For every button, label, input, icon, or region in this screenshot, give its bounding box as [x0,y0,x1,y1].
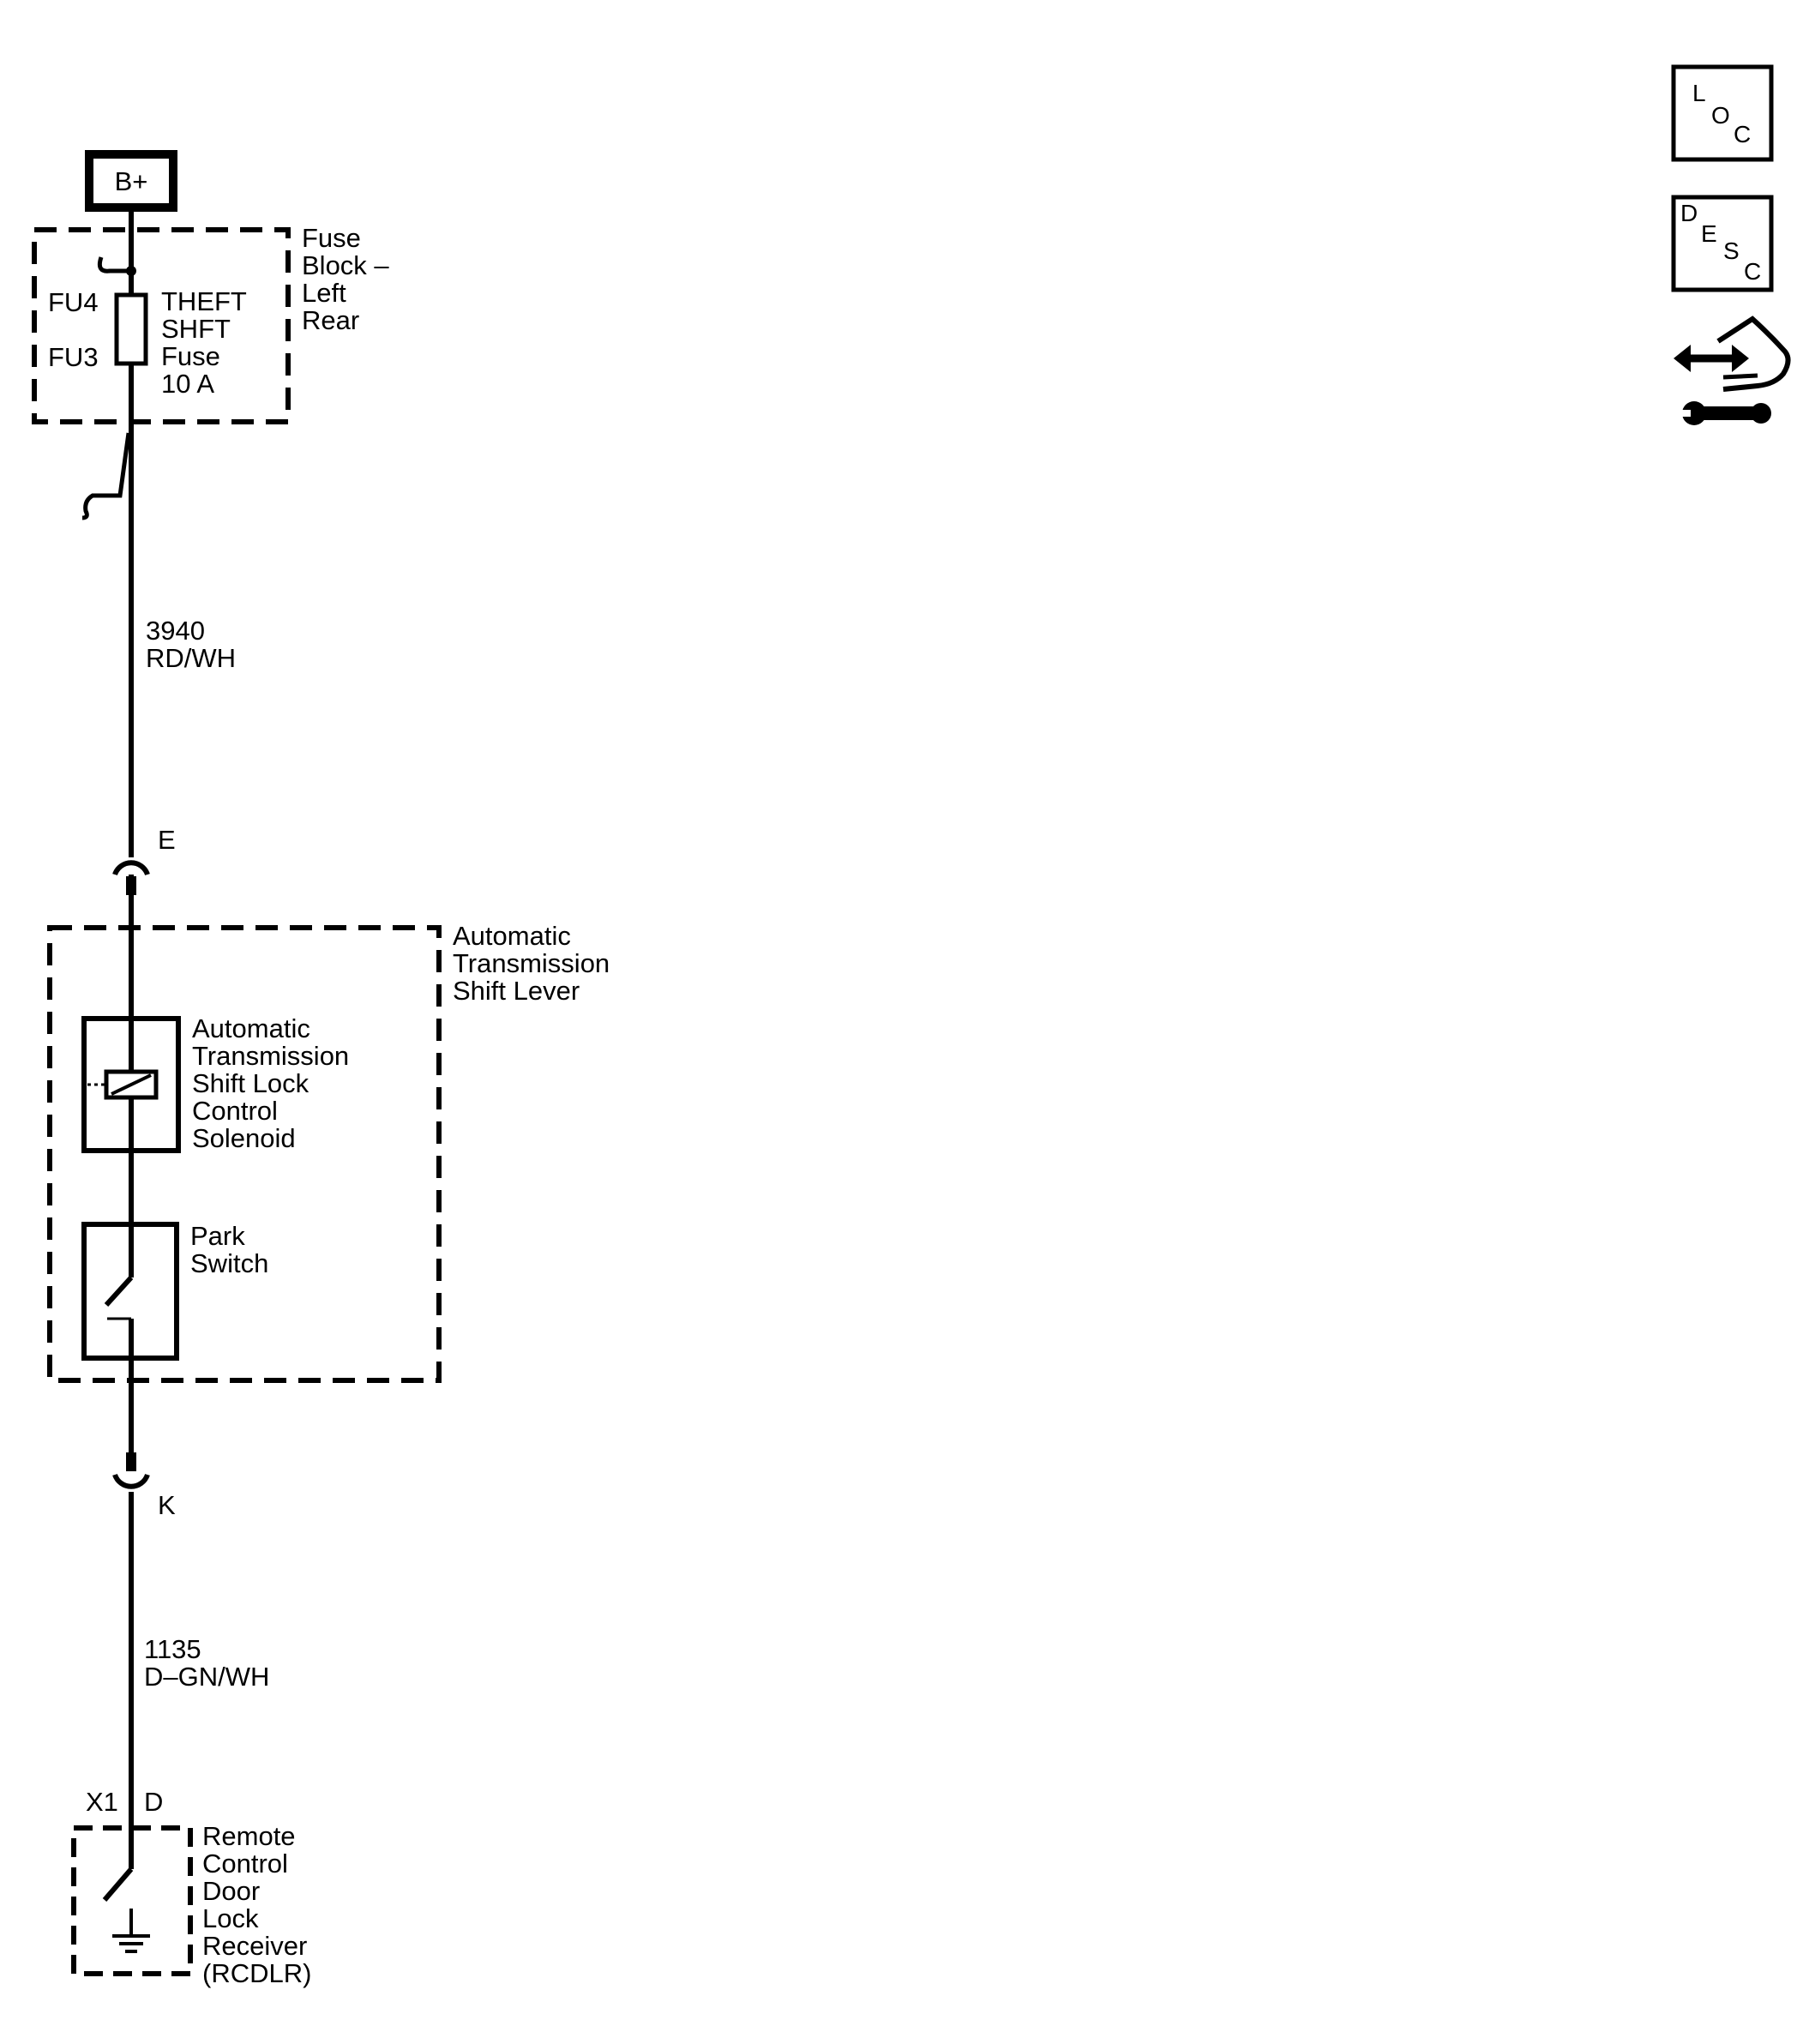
rcdlr-title-line-6: (RCDLR) [202,1958,311,1988]
rcdlr-title-line-5: Receiver [202,1931,307,1961]
rcdlr-title-line-3: Door [202,1876,260,1906]
continuation-hook [81,432,131,520]
loc-letter-1: L [1692,80,1706,106]
park-switch: Park Switch [81,1221,268,1361]
rcdlr-title-line-1: Remote [202,1821,296,1851]
wire-lower-color: D–GN/WH [144,1662,269,1692]
loc-letter-2: O [1711,102,1730,129]
desc-letter-2: E [1701,220,1717,247]
wire-upper-circuit: 3940 [146,616,205,646]
rcdlr-connector-label: X1 [86,1787,118,1817]
fuse-block-title-line-2: Block – [302,250,389,280]
shift-lever-title-line-1: Automatic [453,921,571,951]
fuse-name-line-2: SHFT [161,314,231,344]
connector-k-label: K [158,1490,176,1520]
service-procedure-icon[interactable] [1674,316,1791,425]
solenoid-label-line-2: Transmission [192,1041,349,1071]
connector-e-label: E [158,825,176,855]
rcdlr-pin-label: D [144,1787,163,1817]
description-icon[interactable]: D E S C [1671,195,1774,292]
rcdlr-title-line-4: Lock [202,1903,259,1933]
fuse-rating: 10 A [161,369,214,399]
wire-upper-color: RD/WH [146,643,236,673]
fuse-block: FU4 FU3 THEFT SHFT Fuse 10 A Fuse Block … [32,223,389,424]
rcdlr-module: X1 D Remote Control Door Lock Receiver (… [71,1787,311,1988]
loc-letter-3: C [1734,121,1751,147]
desc-letter-4: C [1744,258,1761,285]
solenoid-label-line-4: Control [192,1096,278,1126]
battery-positive-label: B+ [115,166,148,196]
shift-lever-title-line-3: Shift Lever [453,976,580,1006]
solenoid-label-line-3: Shift Lock [192,1068,310,1098]
fuse-block-title-line-3: Left [302,278,346,308]
battery-positive-source: B+ [85,150,177,212]
desc-letter-1: D [1680,200,1698,226]
shift-lever-title-line-2: Transmission [453,948,610,978]
connector-e: E [112,825,176,895]
desc-letter-3: S [1723,237,1740,264]
connector-k: K [112,1452,176,1520]
shift-lock-solenoid: Automatic Transmission Shift Lock Contro… [81,1013,349,1153]
location-icon[interactable]: L O C [1671,64,1774,162]
wire-lower-circuit: 1135 [144,1634,201,1664]
shift-lever-module: Automatic Transmission Shift Lever [47,921,610,1383]
fuse-pin-upper: FU4 [48,287,99,317]
solenoid-label-line-1: Automatic [192,1013,310,1043]
fuse-name-line-1: THEFT [161,286,247,316]
fuse-pin-lower: FU3 [48,342,99,372]
rcdlr-title-line-2: Control [202,1849,288,1879]
park-switch-label-line-2: Switch [190,1248,268,1278]
solenoid-label-line-5: Solenoid [192,1123,296,1153]
park-switch-label-line-1: Park [190,1221,245,1251]
fuse-block-title-line-4: Rear [302,305,359,335]
fuse-name-line-3: Fuse [161,341,220,371]
fuse-block-title-line-1: Fuse [302,223,361,253]
